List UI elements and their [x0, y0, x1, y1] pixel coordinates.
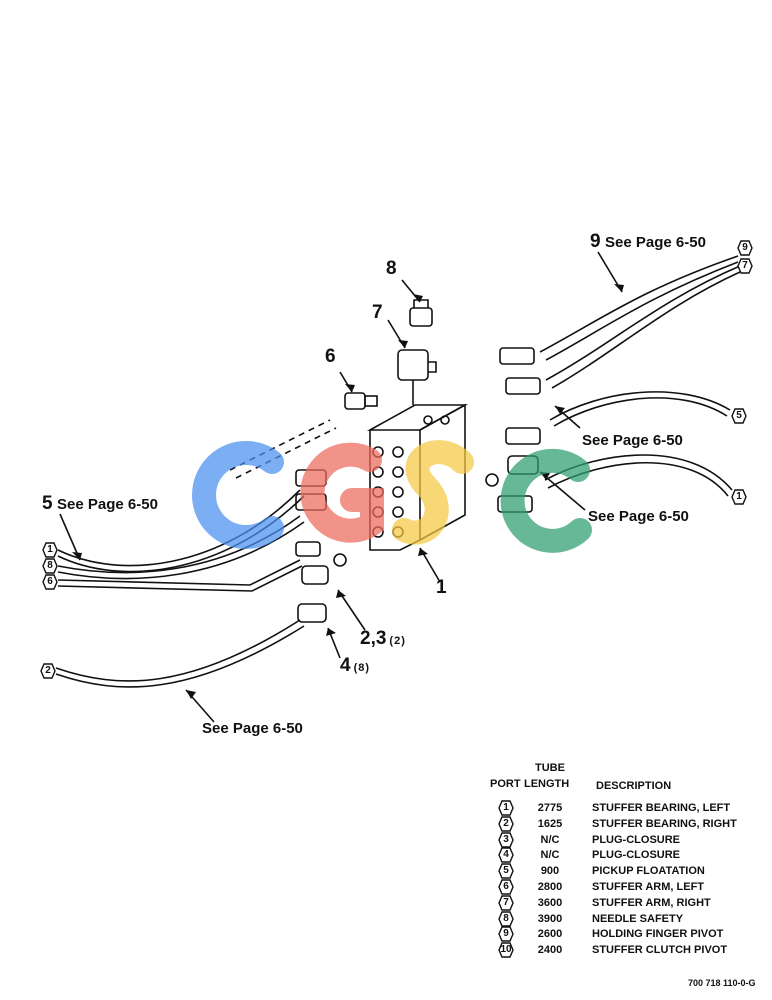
row-port: 9	[503, 928, 509, 940]
row-length: N/C	[540, 833, 560, 846]
fitting-6	[344, 392, 378, 410]
table-row: 5 900 PICKUP FLOATATION	[486, 863, 756, 879]
see-page-tube-2: See Page 6-50	[202, 720, 303, 737]
table-row: 8 3900 NEEDLE SAFETY	[486, 910, 756, 927]
callout-9-group: 9 See Page 6-50	[590, 231, 706, 253]
port-hex-icon: 4	[498, 847, 514, 864]
callout-8: 8	[386, 258, 397, 279]
header-length: LENGTH	[524, 778, 570, 790]
callout-1: 1	[436, 577, 447, 598]
row-port: 10	[500, 944, 512, 956]
row-description: NEEDLE SAFETY	[592, 912, 684, 925]
row-port: 6	[503, 881, 509, 892]
table-row: 2 1625 STUFFER BEARING, RIGHT	[486, 816, 756, 832]
port-marker-2-icon: 2	[40, 663, 56, 679]
callout-2-3: 2,3	[360, 628, 387, 649]
table-row: 9 2600 HOLDING FINGER PIVOT	[486, 926, 756, 943]
callout-6: 6	[325, 346, 336, 367]
port-hex-icon: 2	[498, 816, 514, 832]
port-marker-6-icon: 6	[42, 574, 58, 590]
port-hex-icon: 8	[498, 910, 514, 927]
see-page-5: See Page 6-50	[57, 496, 158, 513]
row-length: 2400	[537, 944, 563, 957]
row-port: 2	[503, 817, 509, 829]
callout-2-3-qty: (2)	[389, 635, 406, 647]
port-marker-9-icon: 9	[737, 240, 753, 256]
row-port: 1	[503, 802, 509, 813]
port-hex-icon: 3	[498, 831, 514, 848]
callout-7: 7	[372, 302, 383, 323]
table-row: 6 2800 STUFFER ARM, LEFT	[486, 879, 756, 895]
row-port: 3	[503, 833, 509, 845]
see-page-tube-1: See Page 6-50	[588, 508, 689, 525]
row-length: 3900	[537, 912, 563, 925]
callout-4: 4	[340, 655, 351, 676]
row-description: STUFFER BEARING, RIGHT	[592, 817, 737, 830]
see-page-tube-5: See Page 6-50	[582, 432, 683, 449]
header-tube: TUBE	[535, 762, 565, 774]
callout-4-group: 4(8)	[340, 655, 370, 677]
row-port: 8	[503, 912, 509, 924]
tube-6	[57, 559, 303, 592]
port-hex-icon: 6	[498, 879, 514, 895]
tube-5	[549, 391, 731, 427]
row-length: 900	[540, 865, 560, 878]
figure-code: 700 718 110-0-G	[688, 978, 756, 988]
row-length: 2800	[537, 881, 563, 893]
port-hex-icon: 1	[498, 800, 514, 816]
table-row: 3 N/C PLUG-CLOSURE	[486, 831, 756, 848]
port-marker-1-right-icon: 1	[731, 489, 747, 505]
port-hex-icon: 7	[498, 895, 514, 911]
tube-9	[539, 255, 739, 361]
row-description: PLUG-CLOSURE	[592, 849, 680, 862]
row-length: 3600	[537, 896, 563, 909]
row-description: STUFFER ARM, RIGHT	[592, 896, 711, 909]
row-description: HOLDING FINGER PIVOT	[592, 928, 724, 941]
port-marker-1-left-icon: 1	[42, 542, 58, 558]
row-description: STUFFER ARM, LEFT	[592, 881, 705, 893]
row-length: 2600	[537, 928, 563, 941]
row-description: PLUG-CLOSURE	[592, 833, 680, 846]
callout-2-3-group: 2,3(2)	[360, 628, 406, 650]
callout-5: 5	[42, 493, 53, 514]
port-marker-5-icon: 5	[731, 408, 747, 424]
leader-lines	[59, 251, 623, 723]
row-port: 7	[503, 896, 509, 908]
port-hex-icon: 9	[498, 926, 514, 943]
callout-5-group: 5 See Page 6-50	[42, 493, 158, 515]
header-description: DESCRIPTION	[596, 780, 672, 792]
header-port: PORT	[490, 778, 521, 790]
manifold-block	[366, 403, 469, 551]
fitting-7-tee	[397, 349, 437, 405]
row-port: 5	[503, 865, 509, 877]
port-marker-7-icon: 7	[737, 258, 753, 274]
port-marker-8-icon: 8	[42, 558, 58, 574]
tube-1-right	[544, 454, 733, 497]
row-length: N/C	[540, 849, 560, 862]
callout-9: 9	[590, 231, 601, 252]
row-length: 2775	[537, 802, 563, 814]
row-length: 1625	[537, 817, 563, 830]
fitting-8-elbow	[409, 299, 433, 327]
row-description: STUFFER CLUTCH PIVOT	[592, 944, 728, 957]
tube-7	[545, 265, 741, 389]
row-description: PICKUP FLOATATION	[592, 865, 705, 878]
row-description: STUFFER BEARING, LEFT	[592, 802, 731, 814]
tube-2	[55, 619, 305, 688]
tube-8	[57, 515, 305, 580]
port-hex-icon: 10	[498, 942, 514, 958]
table-row: 7 3600 STUFFER ARM, RIGHT	[486, 895, 756, 911]
callout-4-qty: (8)	[353, 662, 371, 674]
left-fittings	[295, 469, 347, 623]
table-row: 4 N/C PLUG-CLOSURE	[486, 847, 756, 864]
port-hex-icon: 5	[498, 863, 514, 879]
table-row: 10 2400 STUFFER CLUTCH PIVOT	[486, 942, 756, 958]
row-port: 4	[503, 849, 509, 861]
see-page-9: See Page 6-50	[605, 234, 706, 251]
right-fittings	[485, 347, 541, 513]
table-row: 1 2775 STUFFER BEARING, LEFT	[486, 800, 756, 816]
